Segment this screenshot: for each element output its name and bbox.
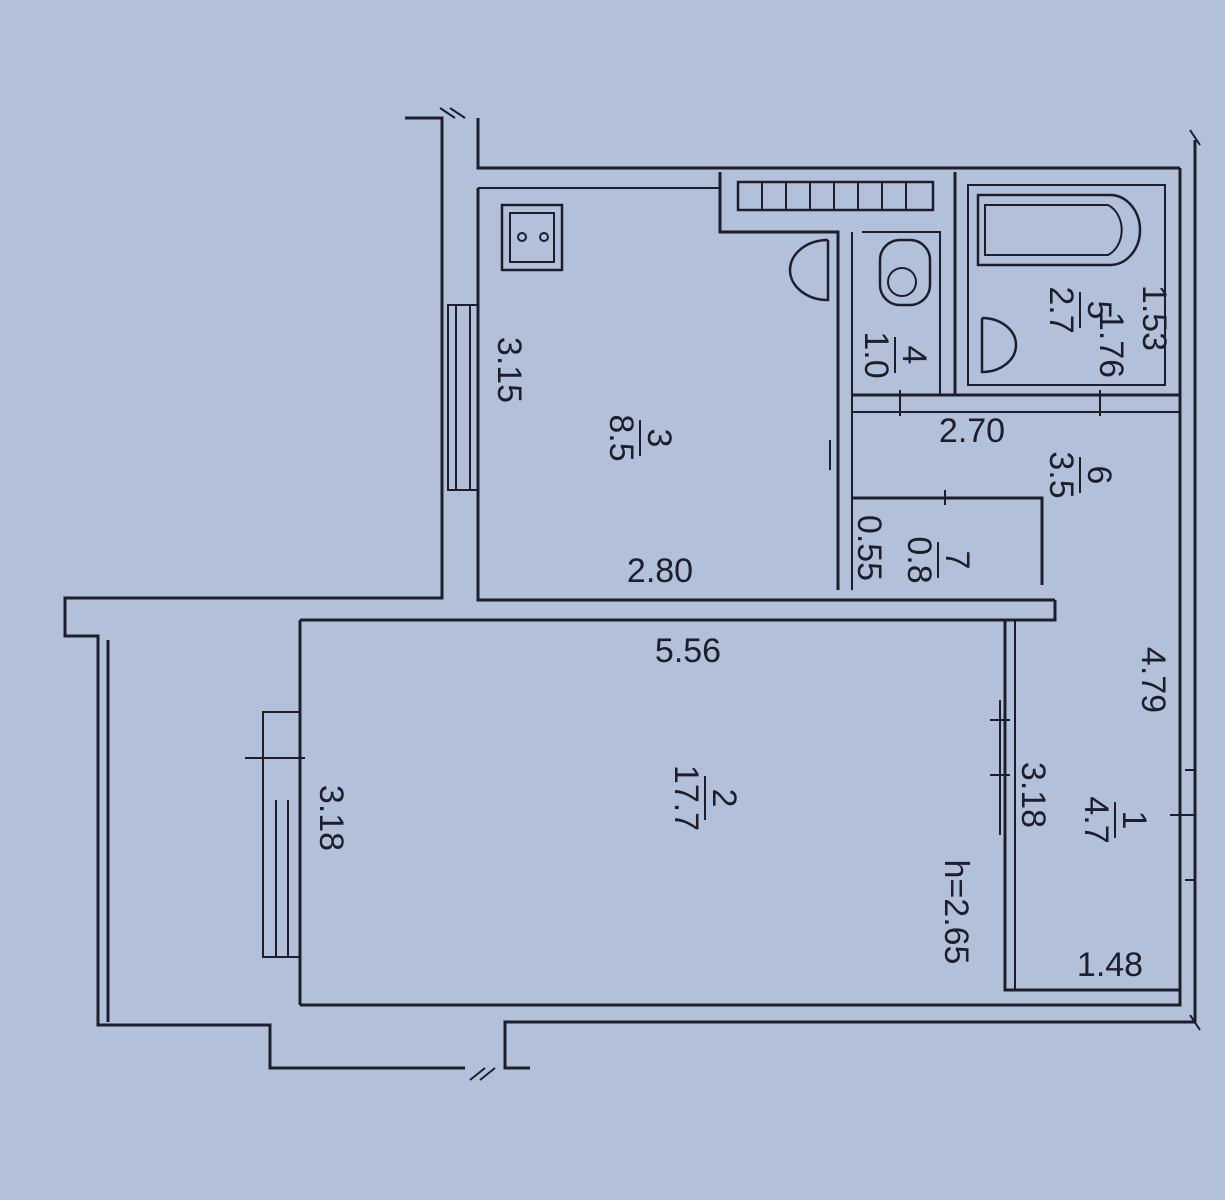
bathtub-icon xyxy=(976,193,1142,267)
room-5-label: 5 2.7 xyxy=(1042,286,1118,333)
dim-living-hall-wall: 3.18 xyxy=(1014,762,1052,828)
living-top-wall xyxy=(300,600,1057,622)
room-area: 1.0 xyxy=(857,331,895,378)
room-number: 7 xyxy=(938,551,976,570)
room-7-label: 7 0.8 xyxy=(900,536,976,583)
sink-outline xyxy=(788,238,830,302)
break-marks xyxy=(439,107,1201,1081)
room-area: 0.8 xyxy=(900,536,938,583)
room-area: 17.7 xyxy=(667,765,705,831)
dim-living-length: 5.56 xyxy=(655,632,721,670)
door-marks xyxy=(439,107,1201,1081)
stove-burner xyxy=(517,232,527,242)
inner-wall-right xyxy=(300,168,1182,1007)
room-number: 4 xyxy=(895,346,933,365)
vent-shaft xyxy=(736,180,935,212)
toilet-icon xyxy=(878,238,932,307)
washbasin-outline xyxy=(980,316,1018,374)
bathtub-outline xyxy=(976,193,1142,267)
kitchen-window xyxy=(447,304,479,491)
vent-shaft-lines xyxy=(761,182,907,210)
vent-shaft-box xyxy=(736,180,935,212)
outer-wall-top xyxy=(476,118,1180,170)
room-2-label: 2 17.7 xyxy=(667,765,743,831)
bathtub-inner xyxy=(984,204,1123,256)
dim-hall-length: 4.79 xyxy=(1134,647,1172,713)
wc-left-wall xyxy=(718,172,840,590)
outer-wall-right xyxy=(503,140,1197,1070)
room-number: 6 xyxy=(1080,466,1118,485)
hall-left-wall xyxy=(1003,620,1180,992)
stove-outline xyxy=(500,203,564,272)
dim-closet-width: 0.55 xyxy=(850,515,888,581)
dim-kitchen-length: 3.15 xyxy=(490,337,528,403)
room-number: 2 xyxy=(705,789,743,808)
room-number: 5 xyxy=(1080,301,1118,320)
room-1-label: 1 4.7 xyxy=(1077,796,1153,843)
sink-icon xyxy=(788,238,830,302)
bath-inner xyxy=(967,184,1166,386)
washbasin-icon xyxy=(980,316,1018,374)
dimension-labels: 3.15 2.80 5.56 3.18 3.18 4.79 1.48 2.70 … xyxy=(312,285,1173,984)
room-area: 3.5 xyxy=(1042,451,1080,498)
dim-hall-width: 1.48 xyxy=(1077,946,1143,984)
room-labels: 3 8.5 4 1.0 5 2.7 6 3.5 7 0.8 xyxy=(602,286,1153,843)
wc-inner xyxy=(862,231,941,395)
room-number: 1 xyxy=(1115,811,1153,830)
stove-top xyxy=(509,212,555,263)
outer-wall-left xyxy=(63,116,465,1070)
room-area: 2.7 xyxy=(1042,286,1080,333)
dim-corridor-length: 2.70 xyxy=(939,412,1005,450)
windows xyxy=(245,304,479,958)
dim-kitchen-width: 2.80 xyxy=(627,552,693,590)
room-4-label: 4 1.0 xyxy=(857,331,933,378)
dim-bath-width: 1.53 xyxy=(1135,285,1173,351)
door-ticks xyxy=(829,390,1195,881)
dim-bath-length: 1.76 xyxy=(1092,312,1130,378)
stove-burner xyxy=(539,232,549,242)
dim-living-window-wall: 3.18 xyxy=(312,785,350,851)
fixtures xyxy=(500,193,1142,374)
ceiling-height: h=2.65 xyxy=(937,860,975,965)
room-area: 4.7 xyxy=(1077,796,1115,843)
room-6-label: 6 3.5 xyxy=(1042,451,1118,498)
room-3-label: 3 8.5 xyxy=(602,414,678,461)
room-number: 3 xyxy=(640,429,678,448)
room-area: 8.5 xyxy=(602,414,640,461)
stove-icon xyxy=(500,203,564,272)
closet-wall xyxy=(852,496,1044,585)
toilet-seat xyxy=(887,267,917,297)
toilet-bowl xyxy=(878,238,932,307)
walls xyxy=(63,116,1197,1070)
living-window xyxy=(262,711,301,958)
